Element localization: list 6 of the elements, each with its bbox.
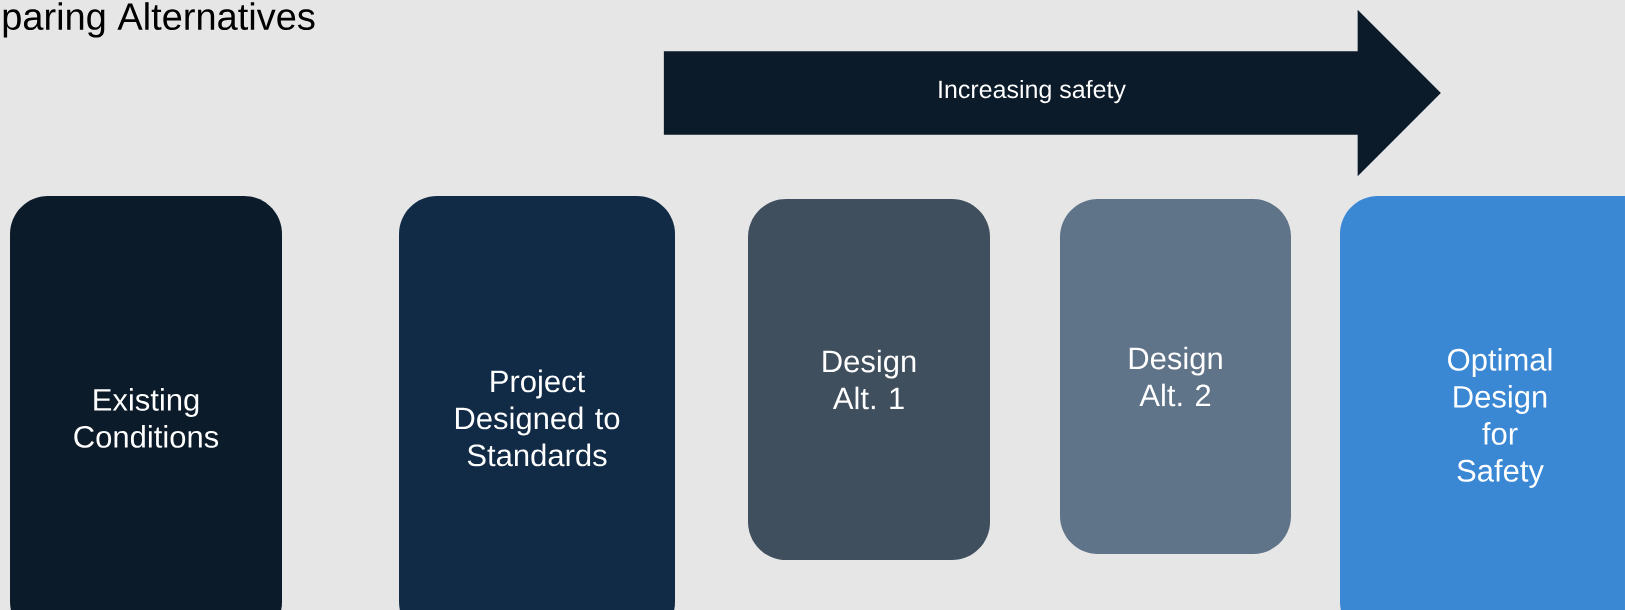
rounded-box: Project Designed to Standards bbox=[399, 196, 675, 610]
rounded-box: Design Alt. 1 bbox=[748, 199, 990, 560]
title: paring Alternatives bbox=[3, 2, 315, 38]
rounded-box: Design Alt. 2 bbox=[1060, 199, 1291, 554]
rounded-box: Optimal Design for Safety bbox=[1340, 196, 1625, 610]
rounded-box: Existing Conditions bbox=[10, 196, 282, 610]
